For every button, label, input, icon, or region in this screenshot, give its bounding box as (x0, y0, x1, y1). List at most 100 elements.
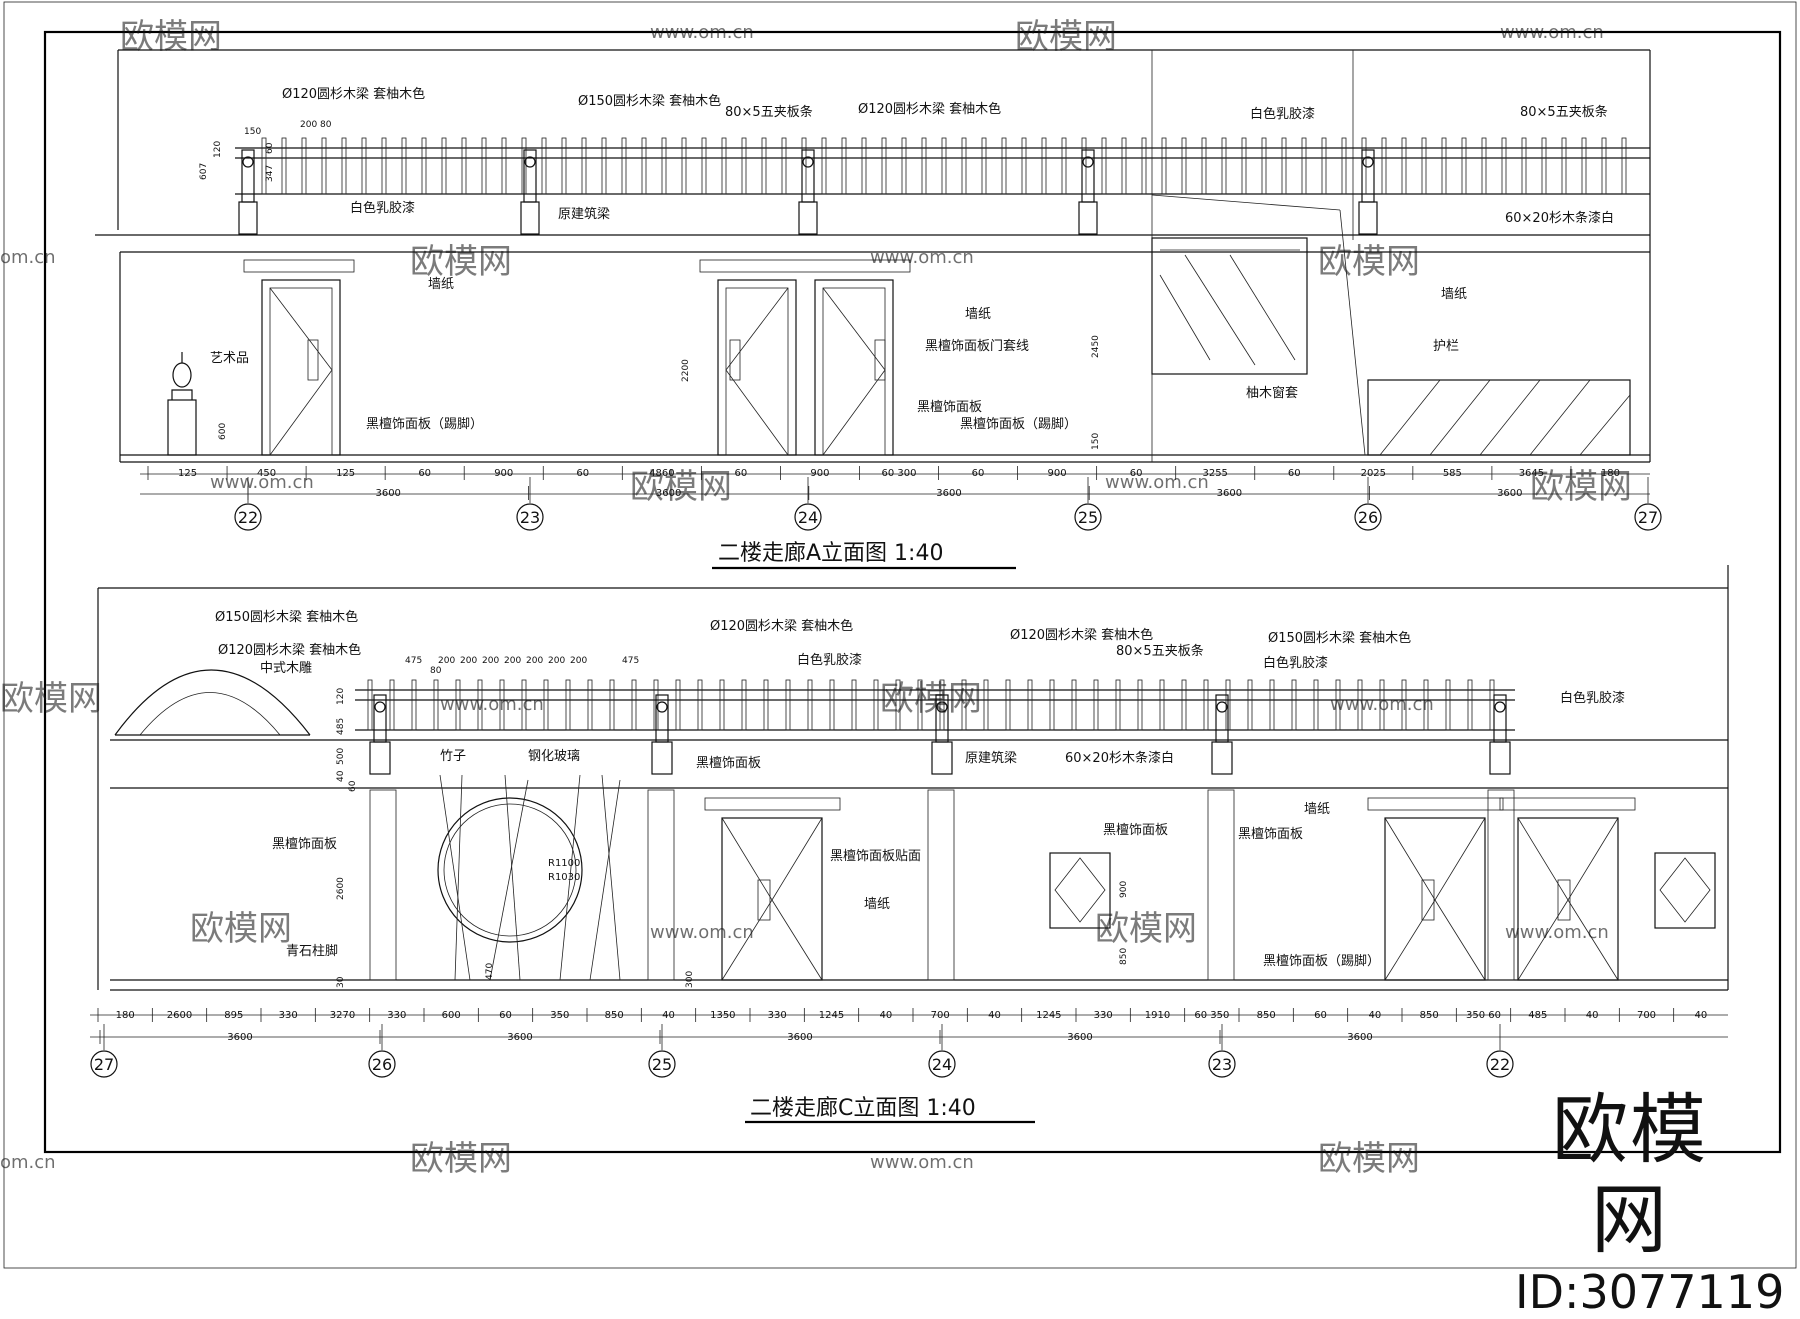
label: 原建筑梁 (558, 206, 610, 222)
baluster (721, 137, 727, 195)
dim: 200 (438, 656, 455, 666)
label: 墙纸 (428, 277, 454, 292)
door-a1 (243, 259, 355, 456)
dim: 120 (213, 141, 223, 158)
dim: 120 (336, 688, 346, 705)
baluster (581, 137, 587, 195)
baluster (1301, 137, 1307, 195)
watermark-brand: 欧模网 (1318, 1139, 1420, 1179)
label: 黑檀饰面板 (272, 836, 337, 852)
watermarks: 欧模网 欧模网 欧模网 欧模网 欧模网 欧模网 欧模网 欧模网 欧模网 欧模网 … (0, 17, 1632, 1179)
baluster (961, 679, 967, 731)
label: 护栏 (1433, 339, 1459, 354)
beam-end (1216, 701, 1228, 713)
baluster (1313, 679, 1319, 731)
window-c2 (1654, 852, 1716, 929)
dim: 475 (405, 656, 422, 666)
label: 墙纸 (1304, 802, 1330, 817)
baluster (701, 137, 707, 195)
watermark-url: om.cn (0, 1152, 56, 1173)
dimension-value: 180 (116, 1010, 135, 1021)
baluster (785, 679, 791, 731)
outer-frame (3, 1, 1797, 1269)
label: Ø120圆杉木梁 套柚木色 (282, 86, 425, 102)
axis-label: 26 (1358, 508, 1378, 527)
watermark-brand: 欧模网 (1095, 909, 1197, 949)
elevation-c-title: 二楼走廊C立面图 1:40 (750, 1096, 976, 1121)
dimension-value: 60 (1314, 1010, 1327, 1021)
baluster (1341, 137, 1347, 195)
baluster (1401, 137, 1407, 195)
dimension-value: 700 (1637, 1010, 1656, 1021)
baluster (807, 679, 813, 731)
watermark-url: www.om.cn (440, 694, 544, 715)
label: 黑檀饰面板（踢脚） (960, 416, 1077, 432)
dimension-value: 850 (1420, 1010, 1439, 1021)
baluster (501, 137, 507, 195)
baluster (641, 137, 647, 195)
watermark-brand: 欧模网 (410, 1139, 512, 1179)
baluster (421, 137, 427, 195)
label: 80×5五夹板条 (1116, 643, 1204, 659)
brand-block: 欧模网 ID:3077119 (1515, 1085, 1784, 1319)
guardrail-a (1367, 379, 1631, 456)
baluster (675, 679, 681, 731)
watermark-brand: 欧模网 (0, 679, 102, 719)
baluster (981, 137, 987, 195)
baluster (1049, 679, 1055, 731)
dim: 200 (504, 656, 521, 666)
baluster (499, 679, 505, 731)
elevation-a-title: 二楼走廊A立面图 1:40 (718, 541, 943, 566)
dim: 485 (336, 718, 346, 735)
dim: 40 (336, 770, 346, 782)
dimension-value: 900 (494, 468, 513, 479)
dimension-value: 2600 (167, 1010, 192, 1021)
dimension-value: 3600 (1347, 1032, 1372, 1043)
baluster (389, 679, 395, 731)
dimension-value: 60 (576, 468, 589, 479)
axis-bubble (1486, 1050, 1514, 1078)
dimension-value: 3600 (1497, 488, 1522, 499)
beam-section (1211, 741, 1233, 775)
dim: 600 (218, 423, 228, 440)
dim: 200 80 (300, 120, 332, 130)
dimension-value: 60 (972, 468, 985, 479)
axis-bubble (794, 503, 822, 531)
label: 墙纸 (864, 897, 890, 912)
dim: 475 (622, 656, 639, 666)
brand-name: 欧模网 (1552, 1085, 1708, 1264)
dim: 2450 (1091, 335, 1101, 358)
axis-label: 23 (520, 508, 540, 527)
baluster (661, 137, 667, 195)
beams-c (369, 694, 1511, 775)
elevation-c-labels: Ø150圆杉木梁 套柚木色 Ø120圆杉木梁 套柚木色 中式木雕 Ø120圆杉木… (215, 609, 1625, 969)
dimension-value: 3255 (1202, 468, 1227, 479)
baluster (1247, 679, 1253, 731)
baluster (1601, 137, 1607, 195)
beam-section (651, 741, 673, 775)
baluster (1137, 679, 1143, 731)
baluster (763, 679, 769, 731)
dimension-value: 60 (1130, 468, 1143, 479)
beam-end (802, 156, 814, 168)
baluster (1071, 679, 1077, 731)
baluster (719, 679, 725, 731)
baluster (681, 137, 687, 195)
dim: 200 (460, 656, 477, 666)
dimension-value: 3600 (375, 488, 400, 499)
dimension-value: 60 350 (1194, 1010, 1229, 1021)
dim: 150 (244, 127, 261, 137)
label: 黑檀饰面板 (1103, 822, 1168, 838)
baluster (761, 137, 767, 195)
axis-bubble (516, 503, 544, 531)
watermark-url: www.om.cn (650, 922, 754, 943)
watermark-url: www.om.cn (1105, 472, 1209, 493)
dimension-value: 350 60 (1466, 1010, 1501, 1021)
baluster (1041, 137, 1047, 195)
baluster (1541, 137, 1547, 195)
drawing-sheet: Ø120圆杉木梁 套柚木色 Ø150圆杉木梁 套柚木色 80×5五夹板条 Ø12… (0, 1, 1797, 1269)
dimension-value: 2025 (1361, 468, 1386, 479)
dimension-value: 3600 (656, 488, 681, 499)
